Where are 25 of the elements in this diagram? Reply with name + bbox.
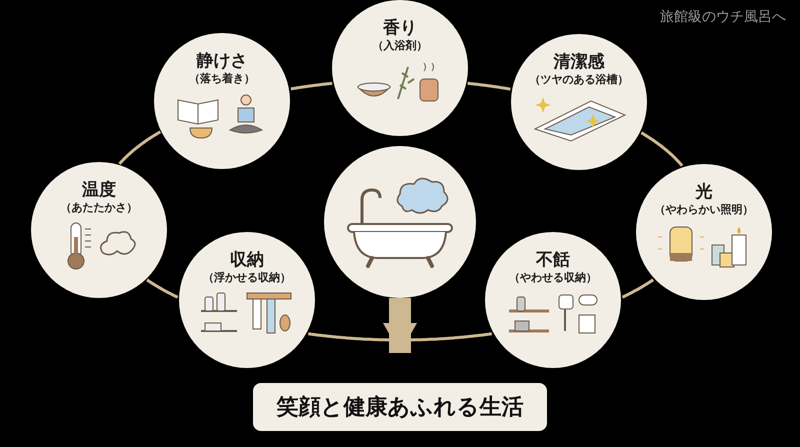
connector-line xyxy=(118,130,162,165)
connector-line xyxy=(622,278,654,299)
topic-subtitle: （ツヤのある浴槽） xyxy=(530,73,628,88)
connector-line xyxy=(308,332,492,342)
topic-subtitle: （あたたかさ） xyxy=(60,201,138,216)
topic-heading: 収納 xyxy=(230,250,264,272)
topic-heading: 不餂 xyxy=(536,250,570,272)
topic-heading: 香り xyxy=(383,18,417,40)
arrow xyxy=(383,298,417,353)
topic-heading: 清潔感 xyxy=(554,52,604,74)
topic-heading: 静けさ xyxy=(196,51,248,72)
connector-line xyxy=(146,278,178,299)
topic-subtitle: （入浴剤） xyxy=(372,39,428,54)
topic-subtitle: （浮かせる収納） xyxy=(203,271,291,286)
topic-subtitle: （やわせる収納） xyxy=(509,271,597,286)
goal-box xyxy=(253,383,547,431)
page-title: 旅館級のウチ風呂へ xyxy=(660,8,786,26)
topic-subtitle: （落ち着き） xyxy=(189,72,255,87)
topic-heading: 温度 xyxy=(82,180,116,202)
topic-subtitle: （やわらかい照明） xyxy=(654,203,754,218)
connector-line xyxy=(467,82,511,91)
connector-line xyxy=(640,131,684,167)
topic-heading: 光 xyxy=(696,182,712,204)
goal-text: 笑顔と健康あふれる生活 xyxy=(276,394,524,422)
connector-line xyxy=(290,82,333,90)
